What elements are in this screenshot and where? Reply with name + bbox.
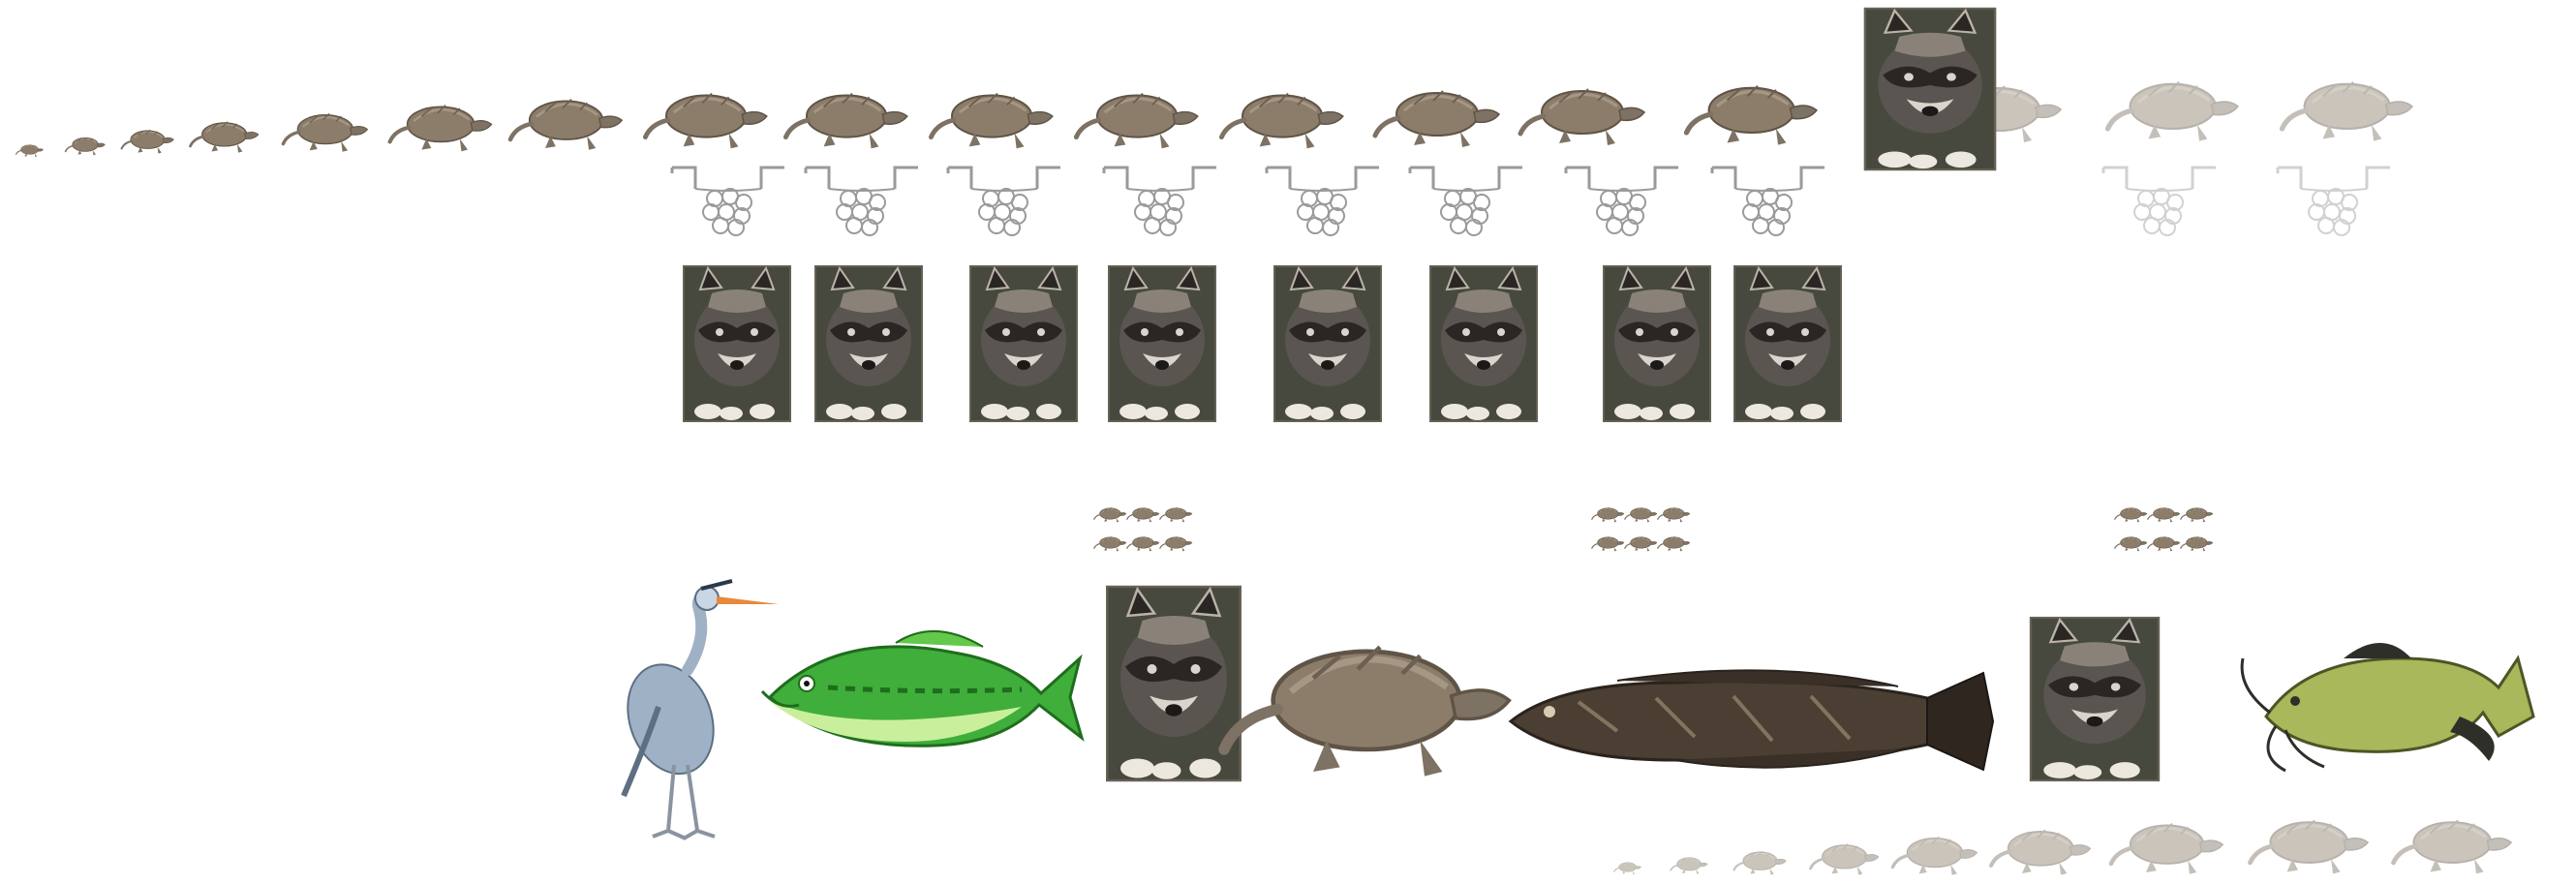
raccoon-icon xyxy=(1274,266,1381,421)
snapping-turtle-icon xyxy=(1671,857,1707,873)
snapping-turtle-icon xyxy=(785,94,906,149)
snapping-turtle-icon xyxy=(2394,820,2512,873)
juvenile-growth-sequence xyxy=(1614,820,2512,874)
egg-nest-icon xyxy=(2278,168,2390,235)
hatchling-cluster-icon xyxy=(2115,507,2213,551)
snapping-turtle-icon xyxy=(1991,830,2090,874)
heron-icon xyxy=(613,581,779,838)
snapping-turtle-icon xyxy=(1892,837,1977,874)
raccoon-nest-predation xyxy=(684,266,1841,421)
egg-nest-icon xyxy=(806,168,918,235)
snapping-turtle-icon xyxy=(1224,647,1509,776)
snapping-turtle-icon xyxy=(1520,89,1644,145)
snapping-turtle-icon xyxy=(1734,851,1787,874)
snapping-turtle-icon xyxy=(66,137,106,156)
egg-nest-icon-faded xyxy=(2103,168,2390,235)
adult-growth-sequence xyxy=(16,82,2412,157)
catfish-icon xyxy=(2242,643,2533,771)
raccoon-icon xyxy=(970,266,1077,421)
snapping-turtle-icon xyxy=(2251,820,2369,873)
raccoon-icon xyxy=(1604,266,1710,421)
snapping-turtle-icon xyxy=(16,144,44,157)
nest-sequence xyxy=(672,168,2390,235)
snapping-turtle-icon xyxy=(191,122,259,153)
raccoon-icon xyxy=(1865,9,1995,169)
snapping-turtle-icon xyxy=(1811,844,1879,875)
egg-nest-icon xyxy=(1410,168,1522,235)
raccoon-icon xyxy=(1430,266,1537,421)
raccoon-icon xyxy=(1109,266,1215,421)
egg-nest-icon xyxy=(672,168,784,235)
raccoon-icon xyxy=(2031,618,2159,780)
snapping-turtle-icon xyxy=(1614,862,1641,874)
egg-nest-icon xyxy=(948,168,1060,235)
snakehead-fish-icon xyxy=(1511,670,1993,770)
snapping-turtle-icon xyxy=(390,106,492,152)
snapping-turtle-icon xyxy=(2108,82,2238,141)
snapping-turtle-icon xyxy=(1076,94,1197,149)
egg-nest-icon xyxy=(1104,168,1216,235)
snapping-turtle-icon xyxy=(931,94,1052,149)
snapping-turtle-icon xyxy=(122,130,174,153)
hatchling-cluster-icon xyxy=(1094,507,1192,551)
snapping-turtle-icon xyxy=(645,94,766,149)
egg-nest-icon xyxy=(1566,168,1678,235)
egg-nest-icon xyxy=(2103,168,2216,235)
largemouth-bass-icon xyxy=(762,631,1082,746)
hatchling-cluster-icon xyxy=(1592,507,1690,551)
snapping-turtle-icon xyxy=(510,100,622,150)
raccoon-icon xyxy=(815,266,922,421)
egg-nest-icon xyxy=(1267,168,1379,235)
snapping-turtle-icon xyxy=(2283,82,2412,141)
snapping-turtle-icon xyxy=(2111,824,2223,874)
snapping-turtle-icon xyxy=(1221,94,1342,149)
snapping-turtle-icon xyxy=(1687,86,1817,145)
raccoon-icon xyxy=(684,266,790,421)
raccoon-icon xyxy=(1734,266,1841,421)
egg-nest-icon xyxy=(1712,168,1825,235)
snapping-turtle-icon xyxy=(1375,91,1499,147)
snapping-turtle-icon xyxy=(283,113,367,151)
